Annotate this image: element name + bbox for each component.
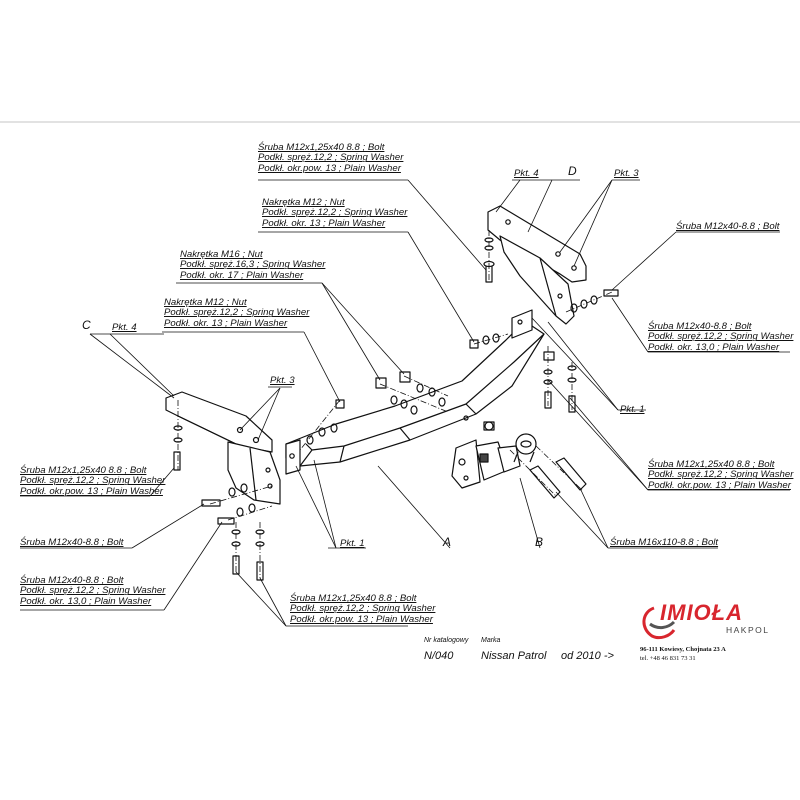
part-letter-a: A	[443, 535, 452, 549]
logo-emblem	[642, 606, 676, 640]
crossbar-a	[285, 309, 545, 475]
brand-caption: Marka	[481, 637, 501, 644]
label-bolt-right-top: Śruba M12x40-8.8 ; Bolt	[676, 221, 780, 232]
company-address: 96-111 Kowiesy, Chojnata 23 A	[640, 646, 726, 653]
point-3-left: Pkt. 3	[270, 375, 295, 386]
label-bolt-left-b: Śruba M12x40-8.8 ; Bolt	[20, 537, 124, 548]
point-4-left: Pkt. 4	[112, 322, 137, 333]
label-bolt-m16: Śruba M16x110-8.8 ; Bolt	[610, 537, 719, 548]
ball-mount-b	[451, 421, 537, 489]
point-1-left: Pkt. 1	[340, 538, 365, 549]
vehicle-model: Nissan Patrol	[481, 650, 547, 662]
company-logo-text: IMIOŁA	[660, 600, 743, 625]
company-phone: tel. +48 46 831 73 31	[640, 655, 696, 662]
part-letter-d: D	[568, 164, 577, 178]
vehicle-year: od 2010 ->	[561, 650, 614, 662]
catalog-caption: Nr katalogowy	[424, 637, 469, 644]
point-1-right: Pkt. 1	[620, 404, 645, 415]
bracket-c	[165, 391, 281, 505]
part-letter-b: B	[535, 535, 544, 549]
catalog-number: N/040	[424, 650, 454, 662]
company-logo-sub: HAKPOL	[726, 625, 770, 635]
point-4-right: Pkt. 4	[514, 168, 539, 179]
point-3-right: Pkt. 3	[614, 168, 639, 179]
bracket-d	[487, 205, 587, 325]
part-letter-c: C	[82, 318, 91, 332]
